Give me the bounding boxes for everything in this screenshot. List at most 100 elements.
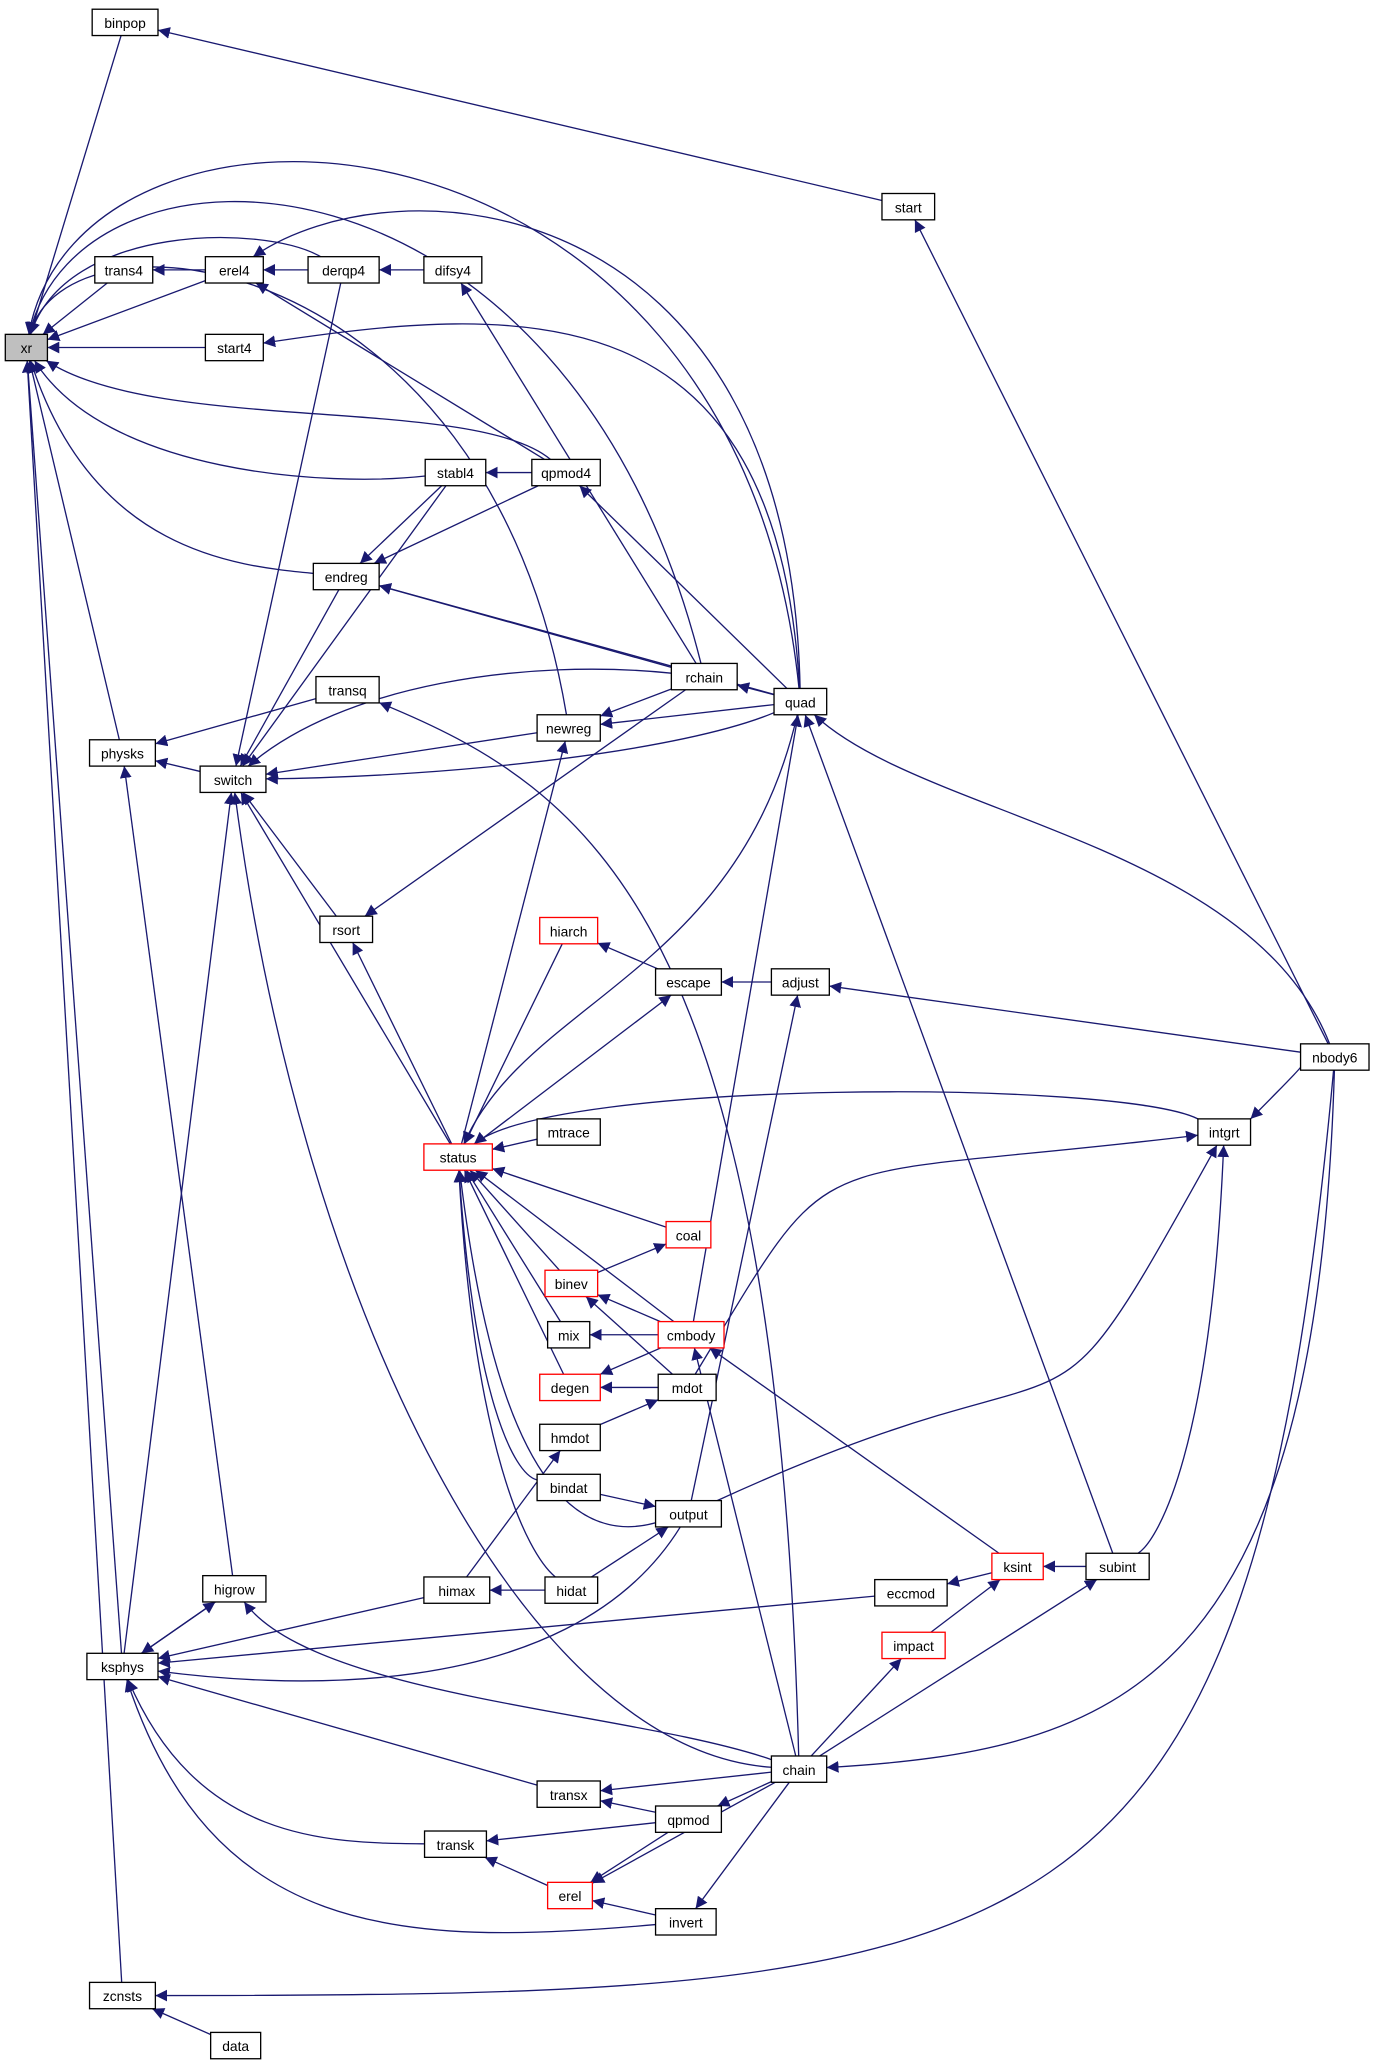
- edge-chain-calls-subint: [819, 1579, 1098, 1757]
- nodes-layer: xr binpop trans4 erel4 derqp4 difsy4 start4 sta…: [4, 8, 1370, 2060]
- node-box: [991, 1552, 1044, 1581]
- edge-nbody6-calls-intgrt: [1250, 1066, 1302, 1120]
- edge-cmbody-calls-binev: [597, 1293, 661, 1323]
- node-binpop[interactable]: binpop: [91, 8, 159, 37]
- node-transx[interactable]: transx: [536, 1780, 601, 1808]
- edge-qpmod4-calls-xr: [45, 360, 551, 460]
- node-nbody6[interactable]: nbody6: [1299, 1043, 1370, 1071]
- node-rchain[interactable]: rchain: [670, 662, 738, 691]
- node-mix[interactable]: mix: [546, 1320, 591, 1349]
- edge-quad-calls-newreg: [600, 703, 775, 729]
- node-difsy4[interactable]: difsy4: [423, 256, 483, 284]
- node-zcnsts[interactable]: zcnsts: [88, 1981, 157, 2010]
- node-qpmod4[interactable]: qpmod4: [531, 458, 601, 487]
- node-start[interactable]: start: [881, 192, 936, 221]
- edge-chain-calls-transx: [600, 1771, 772, 1796]
- node-hiarch[interactable]: hiarch: [539, 916, 599, 945]
- node-higrow[interactable]: higrow: [202, 1574, 267, 1603]
- node-newreg[interactable]: newreg: [536, 714, 601, 742]
- node-hmdot[interactable]: hmdot: [539, 1423, 601, 1452]
- node-box: [665, 1220, 712, 1249]
- node-label: derqp4: [322, 263, 365, 279]
- node-eccmod[interactable]: eccmod: [874, 1578, 948, 1607]
- node-label: adjust: [782, 975, 819, 991]
- node-endreg[interactable]: endreg: [312, 562, 380, 591]
- node-box: [204, 256, 264, 284]
- node-data[interactable]: data: [209, 2031, 262, 2060]
- node-intgrt[interactable]: intgrt: [1197, 1118, 1252, 1146]
- edge-rchain-calls-endreg: [378, 583, 672, 669]
- node-adjust[interactable]: adjust: [770, 968, 830, 996]
- node-box: [546, 1881, 594, 1910]
- edge-quad-calls-rchain: [737, 682, 775, 696]
- node-transk[interactable]: transk: [423, 1830, 488, 1858]
- node-box: [654, 1908, 717, 1936]
- node-label: mdot: [672, 1380, 703, 1396]
- edge-start-calls-binpop: [157, 27, 883, 202]
- node-himax[interactable]: himax: [423, 1576, 491, 1604]
- node-derqp4[interactable]: derqp4: [307, 256, 380, 284]
- edge-escape-calls-hiarch: [597, 942, 659, 970]
- node-label: coal: [676, 1227, 701, 1243]
- node-bindat[interactable]: bindat: [536, 1473, 601, 1502]
- node-trans4[interactable]: trans4: [94, 256, 154, 284]
- node-stabl4[interactable]: stabl4: [424, 458, 487, 487]
- edge-rchain-calls-newreg: [600, 688, 672, 718]
- node-label: intgrt: [1209, 1125, 1240, 1141]
- node-label: himax: [438, 1583, 475, 1599]
- node-coal[interactable]: coal: [665, 1220, 712, 1249]
- node-box: [654, 1805, 723, 1833]
- node-output[interactable]: output: [654, 1499, 723, 1528]
- node-switch[interactable]: switch: [199, 765, 267, 794]
- node-box: [91, 8, 159, 37]
- node-quad[interactable]: quad: [773, 687, 828, 716]
- node-label: erel: [558, 1888, 581, 1904]
- node-start4[interactable]: start4: [204, 333, 264, 362]
- node-mdot[interactable]: mdot: [657, 1373, 717, 1402]
- node-qpmod[interactable]: qpmod: [654, 1805, 723, 1833]
- node-box: [536, 1780, 601, 1808]
- edge-status-calls-rsort: [352, 942, 453, 1145]
- node-box: [770, 968, 830, 996]
- node-binev[interactable]: binev: [544, 1269, 599, 1298]
- node-impact[interactable]: impact: [881, 1631, 946, 1660]
- node-ksint[interactable]: ksint: [991, 1552, 1044, 1581]
- edge-hidat-calls-status: [453, 1170, 556, 1578]
- node-escape[interactable]: escape: [654, 968, 723, 996]
- node-hidat[interactable]: hidat: [544, 1576, 599, 1604]
- node-ksphys[interactable]: ksphys: [86, 1652, 159, 1681]
- edge-qpmod-calls-transx: [600, 1797, 656, 1813]
- node-erel4[interactable]: erel4: [204, 256, 264, 284]
- edge-binpop-calls-xr: [28, 35, 122, 335]
- node-transq[interactable]: transq: [315, 675, 380, 704]
- node-invert[interactable]: invert: [654, 1908, 717, 1936]
- node-cmbody[interactable]: cmbody: [657, 1320, 725, 1349]
- edge-nbody6-calls-adjust: [829, 981, 1301, 1053]
- node-label: transq: [328, 682, 366, 698]
- node-mtrace[interactable]: mtrace: [536, 1118, 601, 1146]
- node-status[interactable]: status: [423, 1143, 493, 1171]
- node-box: [199, 765, 267, 794]
- edge-chain-calls-impact: [810, 1658, 902, 1757]
- edge-subint-calls-quad: [803, 714, 1114, 1554]
- node-physks[interactable]: physks: [88, 739, 157, 767]
- edge-transx-calls-ksphys: [157, 1674, 538, 1786]
- edges-layer: [21, 27, 1336, 2036]
- node-erel[interactable]: erel: [546, 1881, 594, 1910]
- node-chain[interactable]: chain: [770, 1755, 828, 1783]
- node-xr[interactable]: xr: [4, 333, 49, 362]
- edge-chain-calls-cmbody: [691, 1347, 797, 1757]
- node-label: endreg: [325, 569, 368, 585]
- node-box: [202, 1574, 267, 1603]
- edge-quad-calls-qpmod4: [579, 485, 788, 689]
- node-label: higrow: [214, 1581, 256, 1597]
- node-degen[interactable]: degen: [539, 1373, 601, 1402]
- node-label: ksint: [1003, 1559, 1032, 1575]
- edge-himax-calls-ksphys: [157, 1596, 425, 1662]
- edge-derqp4-calls-xr: [28, 236, 321, 335]
- node-rsort[interactable]: rsort: [319, 915, 374, 944]
- node-box: [881, 1631, 946, 1660]
- node-subint[interactable]: subint: [1085, 1552, 1150, 1581]
- node-label: ksphys: [101, 1659, 144, 1675]
